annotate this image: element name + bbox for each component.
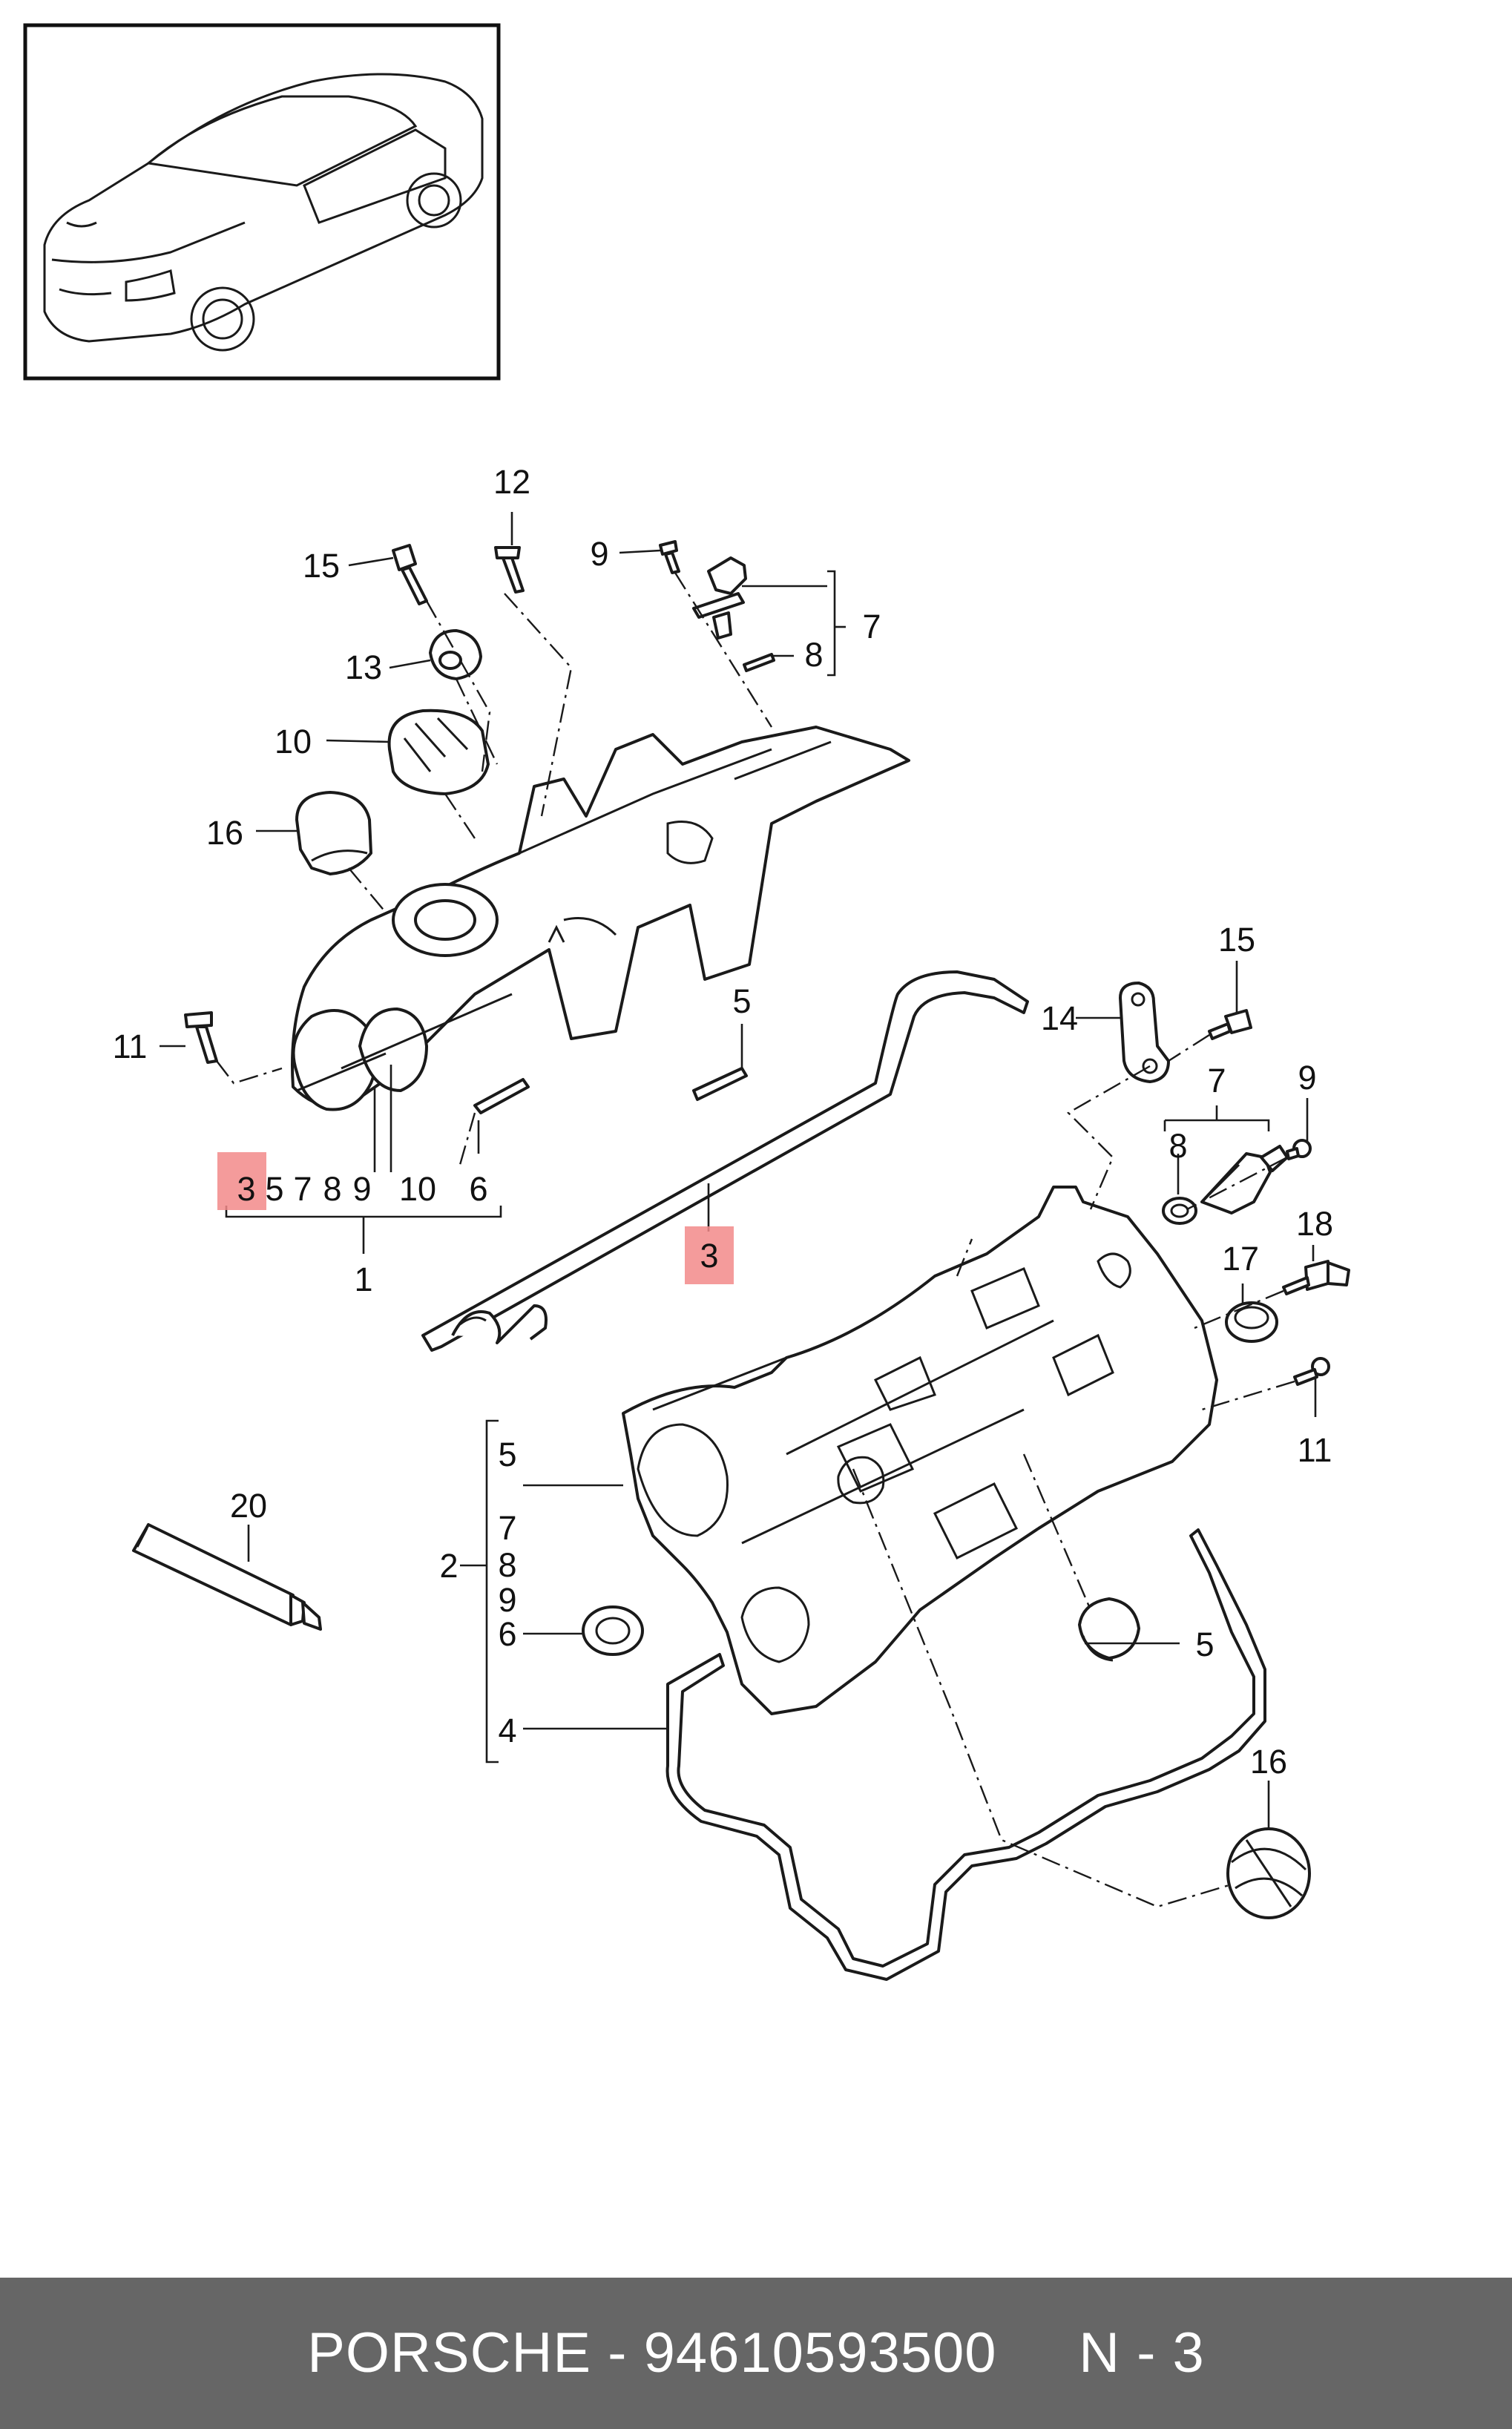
callout-18[interactable]: 18 [1296, 1205, 1333, 1243]
sensor-7-upper [692, 556, 747, 640]
callout-16-upper[interactable]: 16 [206, 814, 243, 852]
parts-diagram: 12 15 9 7 8 13 10 16 11 5 6 3 14 15 7 9 … [23, 23, 1350, 1981]
callout-16-lower[interactable]: 16 [1250, 1743, 1287, 1781]
callout-20[interactable]: 20 [230, 1487, 267, 1525]
bolt-15-lower [1208, 1009, 1252, 1040]
washer-13 [429, 629, 482, 680]
footer-part-number: PORSCHE - 94610593500 N - 3 [307, 2321, 1205, 2384]
callout-9-upper[interactable]: 9 [590, 535, 608, 573]
vehicle-thumbnail [23, 23, 501, 381]
callout-15-lower[interactable]: 15 [1218, 921, 1255, 959]
callout-labels: 12 15 9 7 8 13 10 16 11 5 6 3 14 15 7 9 … [113, 463, 1333, 1781]
callout-14[interactable]: 14 [1041, 999, 1078, 1037]
footer-bar: PORSCHE - 94610593500 N - 3 [0, 2278, 1512, 2429]
group1-item-7[interactable]: 7 [293, 1170, 312, 1208]
highlight-3-gasket [685, 1226, 734, 1284]
callout-15-upper[interactable]: 15 [303, 547, 340, 585]
callout-17[interactable]: 17 [1222, 1240, 1259, 1278]
callout-8-upper[interactable]: 8 [804, 636, 823, 674]
stud-18 [1282, 1260, 1350, 1295]
cover-16-lower [1226, 1827, 1311, 1919]
callout-9-lower[interactable]: 9 [1298, 1059, 1316, 1097]
callout-13[interactable]: 13 [345, 648, 382, 686]
highlight-3-group [217, 1152, 266, 1210]
pin-6-upper [473, 1078, 530, 1114]
bolt-11-upper [184, 1011, 218, 1064]
group1-item-6[interactable]: 6 [469, 1170, 487, 1208]
callout-12[interactable]: 12 [493, 463, 530, 501]
callout-3-gasket[interactable]: 3 [700, 1237, 718, 1275]
valve-cover-upper [291, 726, 910, 1111]
seal-6-lower [582, 1605, 644, 1656]
group1-item-8[interactable]: 8 [323, 1170, 341, 1208]
bolt-15-upper [392, 544, 428, 605]
car-outline [43, 73, 484, 352]
pin-5-upper [692, 1067, 748, 1101]
callout-5-upper[interactable]: 5 [732, 982, 751, 1020]
callout-2[interactable]: 2 [439, 1547, 458, 1585]
bolt-12 [494, 546, 525, 594]
group1-item-5[interactable]: 5 [265, 1170, 283, 1208]
screw-9-lower [1286, 1139, 1312, 1160]
gasket-3 [421, 970, 1029, 1352]
gasket-4 [665, 1528, 1266, 1981]
group2-item-6[interactable]: 6 [498, 1615, 516, 1653]
callout-7-lower[interactable]: 7 [1207, 1062, 1226, 1100]
group1-item-10[interactable]: 10 [399, 1170, 436, 1208]
bracket-14 [1119, 982, 1170, 1083]
group2-item-8[interactable]: 8 [498, 1546, 516, 1584]
callout-1[interactable]: 1 [354, 1260, 372, 1298]
callout-5-lower[interactable]: 5 [1195, 1626, 1214, 1663]
callout-11-lower[interactable]: 11 [1298, 1431, 1332, 1469]
leader-lines [160, 512, 1317, 1829]
centre-lines [216, 572, 1295, 1908]
grommet-17 [1225, 1301, 1278, 1343]
oring-8-lower [1162, 1197, 1197, 1225]
oring-8-upper [743, 653, 775, 672]
group1-item-9[interactable]: 9 [352, 1170, 371, 1208]
group2-item-5[interactable]: 5 [498, 1436, 516, 1473]
group2-item-9[interactable]: 9 [498, 1581, 516, 1619]
callout-11-upper[interactable]: 11 [113, 1028, 148, 1065]
screw-9-upper [659, 540, 680, 574]
group2-item-7[interactable]: 7 [498, 1509, 516, 1547]
callout-7-upper[interactable]: 7 [862, 608, 881, 645]
sealant-tube-20 [132, 1523, 322, 1631]
group2-item-4[interactable]: 4 [498, 1712, 516, 1749]
seal-5-lower [1078, 1597, 1140, 1662]
cover-16-upper [295, 791, 372, 875]
bolt-11-lower [1293, 1357, 1330, 1386]
group1-item-3[interactable]: 3 [237, 1170, 255, 1208]
sensor-7-lower [1200, 1145, 1289, 1214]
callout-8-lower[interactable]: 8 [1168, 1127, 1187, 1165]
callout-6-upper[interactable]: 6 [469, 1170, 487, 1208]
callout-10-upper[interactable]: 10 [275, 723, 312, 760]
cap-10 [387, 709, 490, 795]
